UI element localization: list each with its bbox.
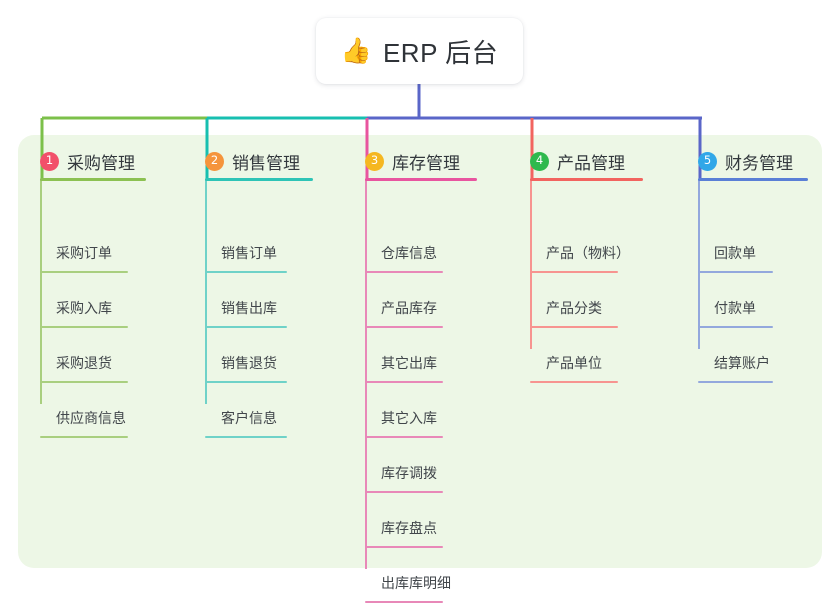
branch-item[interactable]: 其它入库 xyxy=(365,407,443,438)
branch-item-label: 其它出库 xyxy=(381,355,437,371)
branch-item[interactable]: 库存调拨 xyxy=(365,462,443,493)
branch-title: 库存管理 xyxy=(392,153,460,173)
branch-item-label: 销售退货 xyxy=(221,355,277,371)
branch-column-销售管理: 2 销售管理销售订单销售出库销售退货客户信息 xyxy=(205,144,313,438)
branch-item[interactable]: 产品（物料） xyxy=(530,242,630,273)
branch-item[interactable]: 其它出库 xyxy=(365,352,443,383)
branch-item-label: 产品分类 xyxy=(546,300,602,316)
branch-item-label: 供应商信息 xyxy=(56,410,126,426)
branch-item-label: 仓库信息 xyxy=(381,245,437,261)
branch-item-underline xyxy=(40,436,128,438)
branch-item-label: 其它入库 xyxy=(381,410,437,426)
branch-item-label: 回款单 xyxy=(714,245,756,261)
branch-item-label: 库存调拨 xyxy=(381,465,437,481)
branch-number-badge: 2 xyxy=(205,151,224,171)
branch-item-label: 产品库存 xyxy=(381,300,437,316)
branch-item[interactable]: 销售出库 xyxy=(205,297,287,328)
branch-item-label: 库存盘点 xyxy=(381,520,437,536)
branch-item-underline xyxy=(205,381,287,383)
branch-item-underline xyxy=(365,381,443,383)
branch-item[interactable]: 采购入库 xyxy=(40,297,128,328)
branch-item-underline xyxy=(365,326,443,328)
root-node[interactable]: 👍 ERP 后台 xyxy=(316,18,523,84)
mindmap-diagram: 👍 ERP 后台 1 采购管理采购订单采购入库采购退货供应商信息 2 销售管理销售订单… xyxy=(18,18,822,603)
branch-number-badge: 1 xyxy=(40,151,59,171)
branch-title: 财务管理 xyxy=(725,153,793,173)
branch-item-underline xyxy=(40,326,128,328)
branch-item[interactable]: 仓库信息 xyxy=(365,242,443,273)
branch-item-underline xyxy=(698,381,773,383)
branch-item-underline xyxy=(365,436,443,438)
branch-header-underline xyxy=(530,178,643,181)
branch-item-underline xyxy=(698,326,773,328)
branch-item[interactable]: 采购退货 xyxy=(40,352,128,383)
branch-header[interactable]: 5 财务管理 xyxy=(698,144,808,181)
branch-title: 销售管理 xyxy=(232,153,300,173)
branch-item-label: 付款单 xyxy=(714,300,756,316)
branch-column-采购管理: 1 采购管理采购订单采购入库采购退货供应商信息 xyxy=(40,144,146,438)
branch-item-underline xyxy=(365,546,443,548)
branch-item[interactable]: 销售订单 xyxy=(205,242,287,273)
branch-item-underline xyxy=(530,381,618,383)
branch-item[interactable]: 库存盘点 xyxy=(365,517,443,548)
branch-item-underline xyxy=(530,326,618,328)
connector-lines xyxy=(40,84,702,569)
branch-item-label: 销售订单 xyxy=(221,245,277,261)
branch-item-label: 采购退货 xyxy=(56,355,112,371)
diagram-panel xyxy=(18,135,822,568)
root-node-title: ERP 后台 xyxy=(382,37,499,68)
branch-item[interactable]: 回款单 xyxy=(698,242,773,273)
branch-number-badge: 3 xyxy=(365,151,384,171)
branch-number-badge: 4 xyxy=(530,151,549,171)
branch-item[interactable]: 产品库存 xyxy=(365,297,443,328)
branch-item[interactable]: 产品单位 xyxy=(530,352,618,383)
branch-item[interactable]: 供应商信息 xyxy=(40,407,128,438)
branch-item[interactable]: 客户信息 xyxy=(205,407,287,438)
branch-header-underline xyxy=(365,178,477,181)
branch-item-label: 产品单位 xyxy=(546,355,602,371)
branch-item-underline xyxy=(205,271,287,273)
branch-item-underline xyxy=(530,271,618,273)
branch-item-underline xyxy=(205,436,287,438)
branch-title: 采购管理 xyxy=(67,153,135,173)
branch-item-underline xyxy=(40,381,128,383)
branch-item-label: 产品（物料） xyxy=(546,245,630,261)
branch-item-underline xyxy=(698,271,773,273)
branch-column-产品管理: 4 产品管理产品（物料） 产品分类产品单位 xyxy=(530,144,643,383)
branch-item-label: 采购入库 xyxy=(56,300,112,316)
branch-header-underline xyxy=(698,178,808,181)
branch-item-underline xyxy=(365,271,443,273)
root-node-content: 👍 ERP 后台 xyxy=(341,33,498,70)
branch-item-underline xyxy=(205,326,287,328)
branch-item-label: 客户信息 xyxy=(221,410,277,426)
branch-header[interactable]: 2 销售管理 xyxy=(205,144,313,181)
branch-item[interactable]: 产品分类 xyxy=(530,297,618,328)
branch-header-underline xyxy=(205,178,313,181)
branch-item[interactable]: 付款单 xyxy=(698,297,773,328)
thumbs-up-icon: 👍 xyxy=(340,36,372,65)
branch-column-库存管理: 3 库存管理仓库信息产品库存其它出库其它入库库存调拨库存盘点出库库明细 xyxy=(365,144,477,603)
branch-item-label: 采购订单 xyxy=(56,245,112,261)
branch-item[interactable]: 采购订单 xyxy=(40,242,128,273)
branch-number-badge: 5 xyxy=(698,151,717,171)
branch-item-label: 销售出库 xyxy=(221,300,277,316)
branch-item-label: 出库库明细 xyxy=(381,575,451,591)
branch-header[interactable]: 4 产品管理 xyxy=(530,144,643,181)
branch-column-财务管理: 5 财务管理回款单付款单结算账户 xyxy=(698,144,808,383)
branch-header[interactable]: 1 采购管理 xyxy=(40,144,146,181)
branch-item-label: 结算账户 xyxy=(714,355,770,371)
branch-title: 产品管理 xyxy=(557,153,625,173)
branch-header-underline xyxy=(40,178,146,181)
branch-header[interactable]: 3 库存管理 xyxy=(365,144,477,181)
branch-item-underline xyxy=(40,271,128,273)
branch-item-underline xyxy=(365,491,443,493)
branch-item[interactable]: 结算账户 xyxy=(698,352,773,383)
branch-item[interactable]: 销售退货 xyxy=(205,352,287,383)
